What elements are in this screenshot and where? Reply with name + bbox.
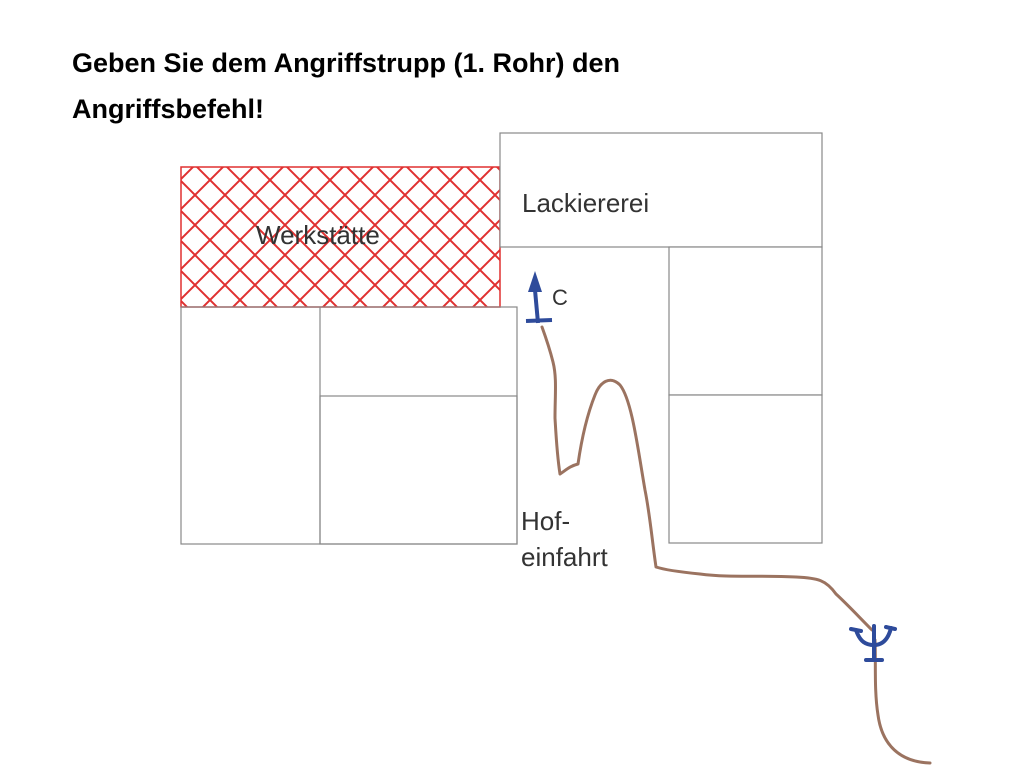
left-building-inner-room <box>319 395 518 545</box>
paint-shop-label: Lackiererei <box>522 188 649 218</box>
instruction-title-line1: Geben Sie dem Angriffstrupp (1. Rohr) de… <box>72 48 621 78</box>
yard-entrance-label-line2: einfahrt <box>521 542 608 572</box>
instruction-title: Geben Sie dem Angriffstrupp (1. Rohr) de… <box>72 40 972 132</box>
c-nozzle-arrow-icon <box>525 271 553 324</box>
workshop-building: Werkstätte <box>180 166 501 308</box>
paint-shop-building: Lackiererei <box>499 132 823 248</box>
workshop-label: Werkstätte <box>256 220 380 250</box>
water-distributor-icon <box>849 624 897 662</box>
left-building-block <box>180 306 518 545</box>
coupling-label: C <box>552 285 568 310</box>
right-buildings <box>668 246 823 544</box>
yard-entrance-label-line1: Hof- <box>521 506 570 536</box>
right-building-upper <box>668 246 823 396</box>
left-building-outline <box>180 306 518 545</box>
instruction-title-line2: Angriffsbefehl! <box>72 94 264 124</box>
right-building-lower <box>668 394 823 544</box>
hose-line <box>540 325 932 765</box>
yard-entrance-label: Hof- einfahrt <box>521 506 608 572</box>
